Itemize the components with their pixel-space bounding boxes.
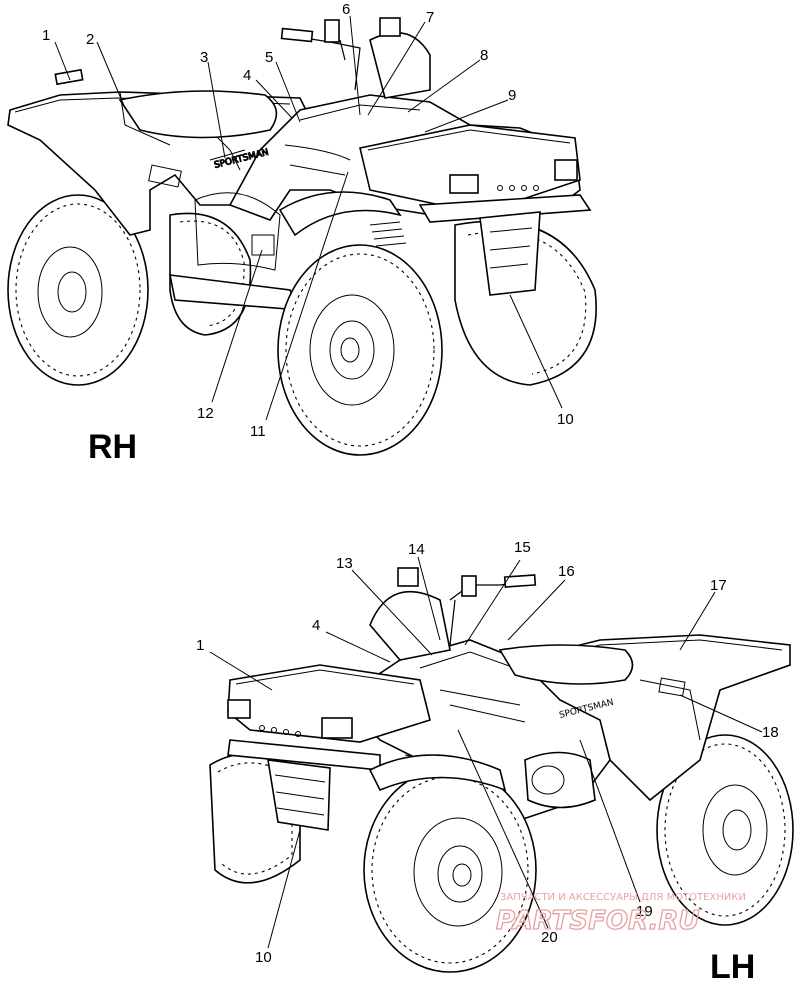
- lh-callouts: 1 4 13 14 15 16 17 18 19 20 10: [196, 539, 779, 966]
- callout-rh-7: 7: [426, 9, 434, 26]
- watermark: ЗАПЧАСТИ И АКСЕССУАРЫ ДЛЯ МОТОТЕХНИКИ PA…: [495, 892, 746, 937]
- lh-view-label: LH: [710, 948, 755, 984]
- callout-lh-16: 16: [558, 563, 575, 580]
- callout-rh-3: 3: [200, 49, 208, 66]
- watermark-tagline: ЗАПЧАСТИ И АКСЕССУАРЫ ДЛЯ МОТОТЕХНИКИ: [500, 892, 746, 903]
- lh-leader-lines: [209, 556, 763, 949]
- callout-lh-20: 20: [541, 929, 558, 946]
- rh-rear-far-wheel: [169, 212, 252, 336]
- rh-rear-wheel: [7, 194, 149, 386]
- callout-lh-15: 15: [514, 539, 531, 556]
- callout-lh-19: 19: [636, 903, 653, 920]
- rh-leader-lines: [54, 15, 563, 421]
- callout-rh-4: 4: [243, 67, 251, 84]
- callout-rh-10: 10: [557, 411, 574, 428]
- callout-rh-6: 6: [342, 1, 350, 18]
- callout-rh-8: 8: [480, 47, 488, 64]
- callout-lh-14: 14: [408, 541, 425, 558]
- callout-rh-5: 5: [265, 49, 273, 66]
- callout-lh-13: 13: [336, 555, 353, 572]
- lh-front-wheel: [363, 767, 537, 973]
- callout-rh-9: 9: [508, 87, 516, 104]
- callout-rh-2: 2: [86, 31, 94, 48]
- callout-rh-12: 12: [197, 405, 214, 422]
- watermark-brand: PARTSFOR.RU: [496, 906, 699, 936]
- lh-rear-wheel: [656, 734, 794, 926]
- callout-rh-1: 1: [42, 27, 50, 44]
- callout-lh-4: 4: [312, 617, 320, 634]
- callout-rh-11: 11: [250, 423, 266, 440]
- rh-front-wheel: [277, 244, 443, 456]
- callout-lh-10: 10: [255, 949, 272, 966]
- callout-lh-1: 1: [196, 637, 204, 654]
- atv-rh-drawing: SPORTSMAN: [7, 17, 597, 456]
- rh-callouts: 1 2 3 4 5 6 7 8 9 10 11 12: [42, 1, 574, 440]
- callout-lh-17: 17: [710, 577, 727, 594]
- atv-lh-drawing: SPORTSMAN: [209, 567, 794, 973]
- rh-view-label: RH: [88, 428, 137, 466]
- callout-lh-18: 18: [762, 724, 779, 741]
